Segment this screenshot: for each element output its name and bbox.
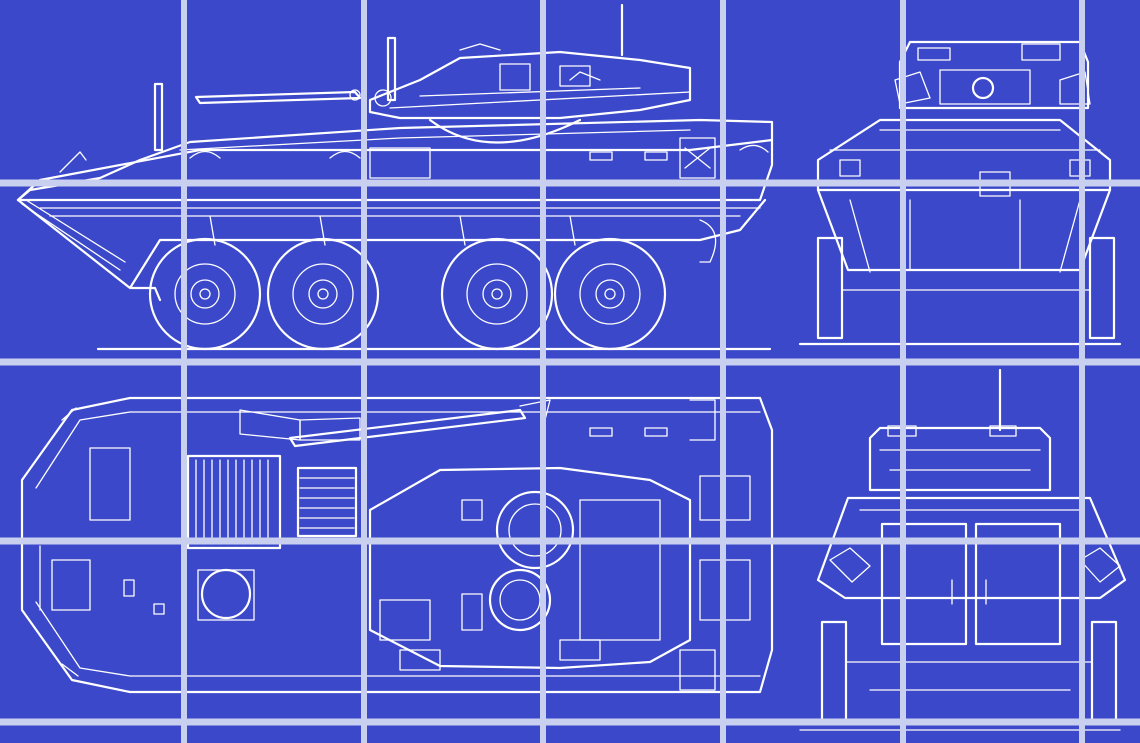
side-wheel-3 [440, 237, 554, 351]
front-view [798, 40, 1122, 346]
top-view [20, 396, 774, 694]
side-wheel-4 [553, 237, 667, 351]
side-view [16, 3, 774, 351]
rear-view [799, 368, 1127, 731]
engine-grille [186, 454, 358, 550]
side-wheel-2 [266, 237, 380, 351]
side-wheel-1 [148, 237, 262, 351]
